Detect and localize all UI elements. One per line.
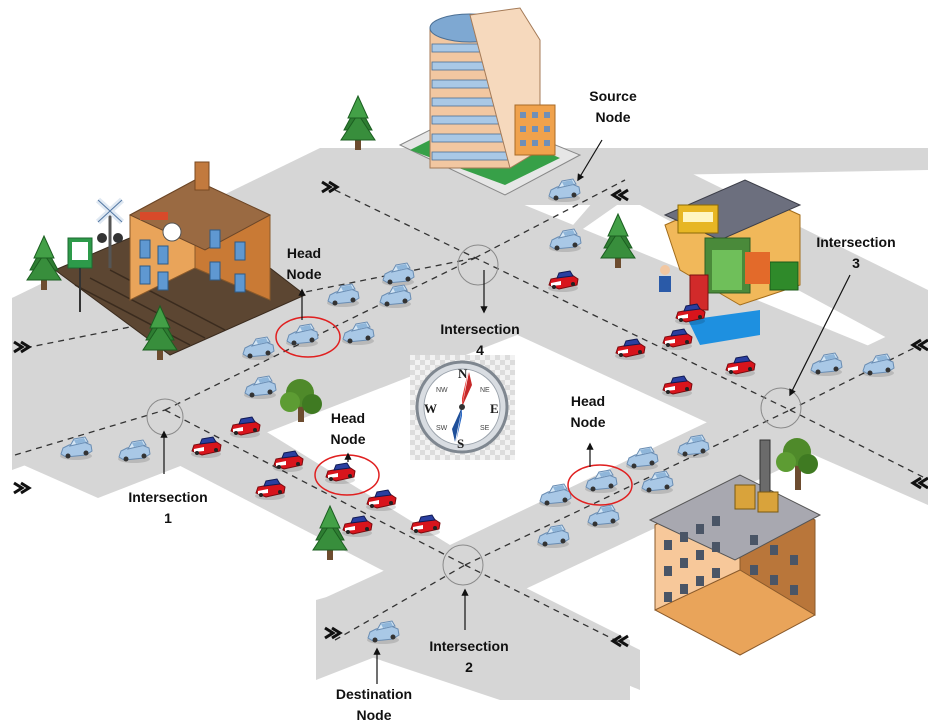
svg-text:Intersection: Intersection	[128, 489, 207, 505]
compass-ne-label: NE	[480, 387, 490, 394]
intersection-4-label: Intersection 4	[440, 321, 519, 358]
intersection-3-label: Intersection 3	[816, 234, 895, 271]
intersection-circles	[146, 244, 802, 586]
intersection-4-circle	[457, 244, 499, 286]
factory	[648, 439, 822, 656]
head-node-car-center	[324, 462, 356, 485]
compass: N S E W NE NW SE SW	[410, 355, 515, 460]
compass-n-label: N	[458, 366, 468, 381]
compass-s-label: S	[457, 436, 464, 451]
svg-text:Head: Head	[571, 393, 605, 409]
compass-e-label: E	[490, 401, 499, 416]
svg-text:Node: Node	[357, 707, 392, 723]
svg-text:Node: Node	[571, 414, 606, 430]
head-node-label-center: Head Node	[331, 410, 366, 447]
svg-text:Node: Node	[596, 109, 631, 125]
compass-w-label: W	[424, 401, 437, 416]
head-node-car-right	[584, 469, 618, 494]
oak-tree-left	[280, 379, 322, 422]
svg-text:Intersection: Intersection	[816, 234, 895, 250]
destination-node-label: Destination Node	[336, 686, 412, 723]
gas-station	[659, 179, 802, 345]
station-sign	[67, 237, 93, 312]
svg-text:3: 3	[852, 255, 860, 271]
svg-text:Node: Node	[331, 431, 366, 447]
svg-text:4: 4	[476, 342, 484, 358]
svg-text:Node: Node	[287, 266, 322, 282]
head-node-ellipse-left	[275, 316, 341, 358]
compass-sw-label: SW	[436, 425, 448, 432]
svg-text:Head: Head	[287, 245, 321, 261]
office-tower	[398, 7, 582, 196]
trees	[26, 95, 818, 561]
compass-nw-label: NW	[436, 387, 448, 394]
intersection-2-circle	[442, 544, 484, 586]
svg-text:Intersection: Intersection	[440, 321, 519, 337]
head-node-label-right: Head Node	[571, 393, 606, 430]
crossing-sign	[95, 197, 125, 268]
svg-text:Head: Head	[331, 410, 365, 426]
svg-text:2: 2	[465, 659, 473, 675]
head-node-label-left: Head Node	[287, 245, 322, 282]
svg-text:Destination: Destination	[336, 686, 412, 702]
source-node-label: Source Node	[589, 88, 637, 125]
label-arrows	[160, 139, 851, 684]
head-node-ellipse-right	[567, 464, 633, 506]
svg-text:Source: Source	[589, 88, 637, 104]
intersection-1-label: Intersection 1	[128, 489, 207, 526]
intersection-3-circle	[760, 387, 802, 429]
svg-text:Intersection: Intersection	[429, 638, 508, 654]
svg-text:1: 1	[164, 510, 172, 526]
intersection-2-label: Intersection 2	[429, 638, 508, 675]
compass-se-label: SE	[480, 425, 490, 432]
gas-attendant	[659, 265, 671, 292]
train-station	[54, 161, 306, 356]
oak-tree-right	[776, 438, 818, 490]
